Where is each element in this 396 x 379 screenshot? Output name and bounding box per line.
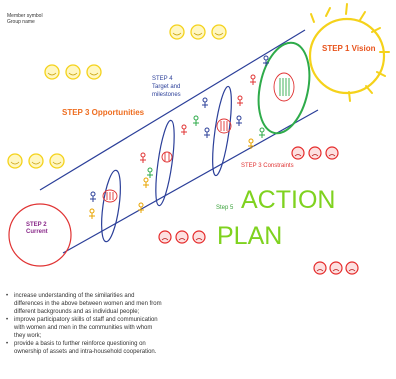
sun-icon — [308, 3, 390, 102]
step3-constraints-label: STEP 3 Constraints — [241, 163, 294, 169]
step4-line1: STEP 4 — [152, 76, 173, 82]
objective-line: different backgrounds and as individual … — [14, 309, 140, 315]
step4-target-label: STEP 4 Target and milestones — [152, 75, 181, 99]
step5-label: Step 5 — [216, 205, 234, 211]
objective-line: with women and men in the communities wi… — [14, 325, 153, 331]
objectives-list: increase understanding of the similariti… — [6, 292, 306, 356]
step2-current-label: STEP 2 Current — [26, 222, 48, 236]
step2-line2: Current — [26, 229, 48, 235]
legend-label: Member symbol Group name — [7, 13, 43, 25]
smiley-face-icon — [7, 24, 227, 169]
legend-group-name: Group name — [7, 19, 35, 25]
objective-line: increase understanding of the similariti… — [14, 293, 135, 299]
tally-marks-icon — [102, 72, 295, 203]
step2-line1: STEP 2 — [26, 222, 47, 228]
action-tube — [39, 29, 319, 254]
current-circle — [8, 203, 72, 267]
plan-title: PLAN — [217, 222, 283, 250]
legend-member-symbol: Member symbol — [7, 13, 43, 19]
vision-circle — [257, 41, 311, 135]
objective-line: improve participatory skills of staff an… — [14, 317, 158, 323]
action-title: ACTION — [241, 186, 336, 214]
objective-item-2: improve participatory skills of staff an… — [6, 316, 306, 340]
objective-line: they work; — [14, 333, 42, 339]
objective-item-1: increase understanding of the similariti… — [6, 292, 306, 316]
step3-opportunities-label: STEP 3 Opportunities — [62, 108, 145, 117]
objective-line: differences in the above between women a… — [14, 301, 162, 307]
step4-line3: milestones — [152, 92, 181, 98]
objective-line: provide a basis to further reinforce que… — [14, 341, 146, 347]
step1-vision-label: STEP 1 Vision — [322, 44, 376, 53]
person-figure-icon — [89, 55, 269, 219]
step4-line2: Target and — [152, 84, 181, 90]
objective-item-3: provide a basis to further reinforce que… — [6, 340, 306, 356]
objective-line: ownership of assets and intra-household … — [14, 349, 157, 355]
